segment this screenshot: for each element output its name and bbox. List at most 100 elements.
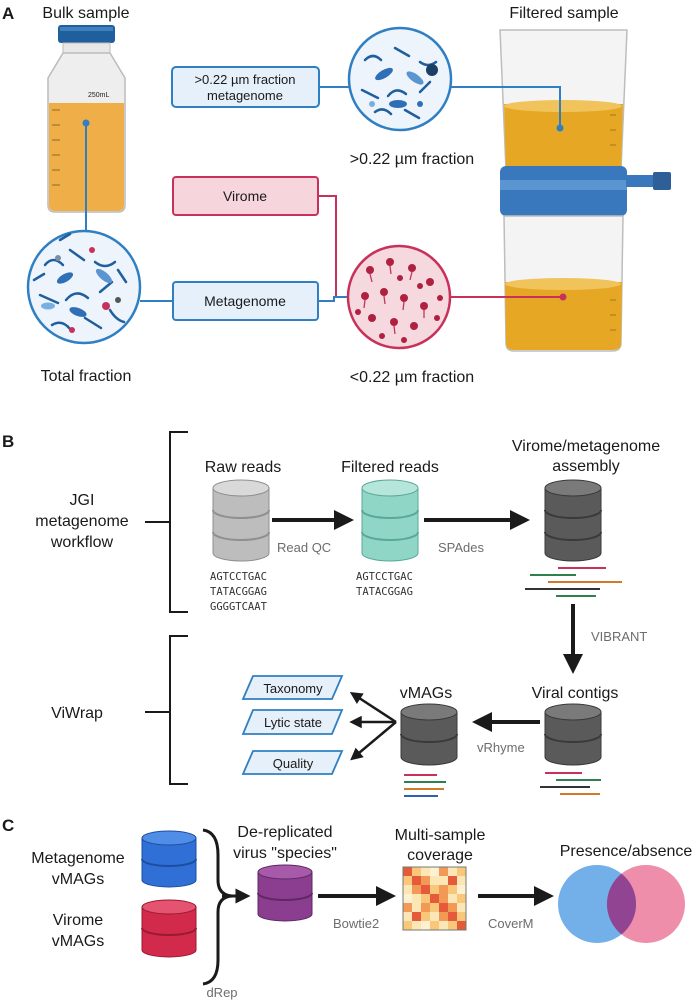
small-fraction-label: <0.22 µm fraction <box>350 369 474 386</box>
heatmap-cell <box>439 903 448 912</box>
filter-top-dot <box>556 124 564 132</box>
large-fraction-box-line2: metagenome <box>207 88 283 103</box>
heatmap-cell <box>430 876 439 885</box>
filtered-reads-title: Filtered reads <box>341 459 439 476</box>
heatmap-cell <box>439 912 448 921</box>
viral-contigs-lines <box>540 772 601 795</box>
heatmap-cell <box>448 876 457 885</box>
metagenome-vmags-database-icon <box>141 830 197 888</box>
heatmap-cell <box>448 921 457 930</box>
panel-a-label: A <box>2 4 14 23</box>
vmags-output-arrows <box>349 691 397 761</box>
raw-reads-title: Raw reads <box>205 459 281 476</box>
heatmap-cell <box>412 867 421 876</box>
filtered-sample-title: Filtered sample <box>509 5 618 22</box>
viwrap-label: ViWrap <box>51 705 103 722</box>
heatmap-cell <box>457 894 466 903</box>
coverm-label: CoverM <box>488 916 534 931</box>
heatmap-cell <box>421 912 430 921</box>
heatmap-cell <box>412 921 421 930</box>
lytic-state-box <box>241 709 344 735</box>
quality-box <box>241 750 344 775</box>
heatmap-cell <box>403 921 412 930</box>
heatmap-cell <box>412 894 421 903</box>
metagenome-vmags-label-1: Metagenome <box>31 850 124 867</box>
drep-brace <box>202 828 233 986</box>
heatmap-cell <box>412 912 421 921</box>
virome-vmags-database-icon <box>141 899 197 958</box>
jgi-label-3: workflow <box>50 534 114 551</box>
large-fraction-box-line1: >0.22 µm fraction <box>194 72 295 87</box>
heatmap-cell <box>448 894 457 903</box>
total-fraction-circle <box>26 229 142 345</box>
virome-box-label: Virome <box>223 188 267 204</box>
read-qc-label: Read QC <box>277 540 331 555</box>
panel-b-label: B <box>2 432 14 451</box>
heatmap-border <box>402 866 467 931</box>
heatmap-cell <box>403 867 412 876</box>
assembly-database-icon <box>544 479 602 562</box>
lytic-state-label: Lytic state <box>264 715 322 730</box>
bowtie2-label: Bowtie2 <box>333 916 379 931</box>
bottle-volume-label: 250mL <box>88 92 110 99</box>
presence-absence-venn <box>558 865 685 943</box>
bulk-sample-title: Bulk sample <box>42 5 129 22</box>
coverage-heatmap <box>402 866 467 931</box>
virome-vmags-label-2: vMAGs <box>52 933 104 950</box>
heatmap-cell <box>421 867 430 876</box>
heatmap-cell <box>403 903 412 912</box>
vmags-title: vMAGs <box>400 685 452 702</box>
drep-label: dRep <box>206 985 237 1000</box>
heatmap-cell <box>430 912 439 921</box>
raw-reads-database-icon <box>212 479 270 562</box>
taxonomy-label: Taxonomy <box>263 681 323 696</box>
heatmap-cell <box>457 876 466 885</box>
heatmap-cell <box>430 885 439 894</box>
heatmap-cell <box>448 903 457 912</box>
filter-bottom-dot <box>559 293 567 301</box>
quality-label: Quality <box>273 756 314 771</box>
vmags-lines <box>404 774 446 797</box>
heatmap-cell <box>403 894 412 903</box>
raw-seq-2: TATACGGAG <box>210 586 267 598</box>
filtered-seq-2: TATACGGAG <box>356 586 413 598</box>
heatmap-cell <box>403 912 412 921</box>
metagenome-vmags-label-2: vMAGs <box>52 871 104 888</box>
heatmap-cell <box>430 921 439 930</box>
coverage-title-1: Multi-sample <box>395 827 486 844</box>
jgi-bracket <box>145 431 188 613</box>
raw-seq-1: AGTCCTGAC <box>210 571 267 583</box>
vibrant-label: VIBRANT <box>591 629 647 644</box>
small-fraction-circle <box>346 244 452 350</box>
heatmap-cell <box>448 867 457 876</box>
heatmap-cell <box>448 912 457 921</box>
jgi-label-1: JGI <box>70 492 95 509</box>
large-fraction-circle <box>347 26 453 132</box>
heatmap-cell <box>421 885 430 894</box>
heatmap-cell <box>430 894 439 903</box>
heatmap-cell <box>430 903 439 912</box>
assembly-title-2: assembly <box>552 458 620 475</box>
coverage-title-2: coverage <box>407 847 473 864</box>
spades-label: SPAdes <box>438 540 485 555</box>
heatmap-cell <box>448 885 457 894</box>
vmags-database-icon <box>400 703 458 766</box>
viral-contigs-database-icon <box>544 703 602 766</box>
heatmap-cell <box>457 921 466 930</box>
bottle-dot <box>82 119 90 127</box>
viwrap-bracket <box>145 635 188 785</box>
filtered-seq-1: AGTCCTGAC <box>356 571 413 583</box>
heatmap-cell <box>439 894 448 903</box>
heatmap-cell <box>457 885 466 894</box>
raw-seq-3: GGGGTCAAT <box>210 601 268 613</box>
assembly-contigs <box>525 567 622 597</box>
heatmap-cell <box>412 885 421 894</box>
derep-title-1: De-replicated <box>237 824 332 841</box>
taxonomy-box <box>241 675 344 700</box>
total-fraction-label: Total fraction <box>41 368 132 385</box>
heatmap-cell <box>439 867 448 876</box>
jgi-label-2: metagenome <box>35 513 128 530</box>
large-fraction-filter-connector <box>451 86 561 128</box>
presence-absence-title: Presence/absence <box>560 843 693 860</box>
heatmap-cell <box>421 876 430 885</box>
